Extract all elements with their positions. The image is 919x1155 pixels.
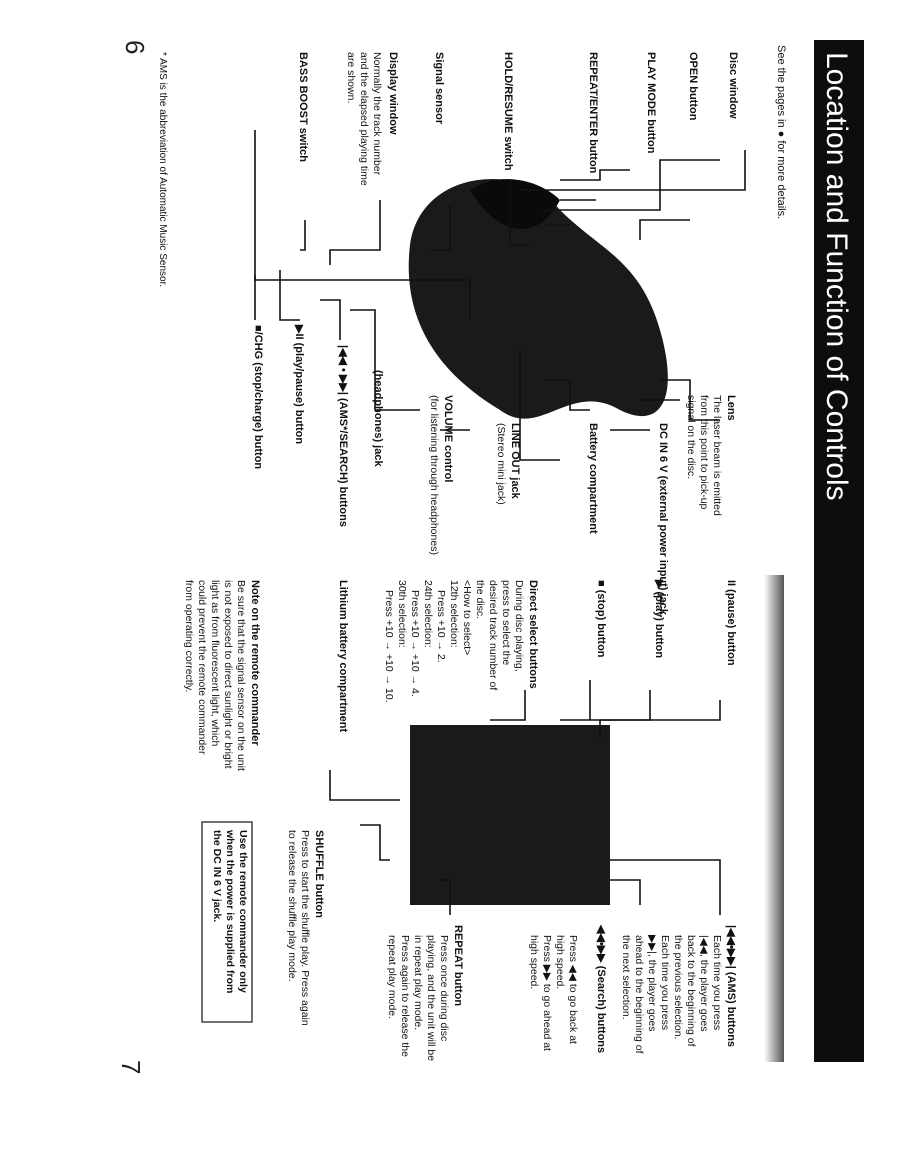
- notice-box: [201, 821, 253, 1023]
- remote-commander-photo: [410, 725, 610, 905]
- callout-line-out: LINE OUT jack: [509, 423, 521, 500]
- remote-ams-buttons: |◀◀•▶▶| (AMS) buttons: [725, 925, 737, 1047]
- page-number-right: 7: [116, 1060, 146, 1074]
- label-disc-window: Disc window: [727, 52, 739, 119]
- remote-leader-lines: [329, 680, 721, 915]
- remote-header-band: [764, 575, 784, 1062]
- remote-note-title: Note on the remote commander: [249, 580, 261, 746]
- callout-lens-desc: The laser beam is emitted from this poin…: [685, 395, 723, 519]
- callout-play-pause: ▶II (play/pause) button: [293, 324, 305, 444]
- remote-stop-button: ■ (stop) button: [595, 580, 607, 658]
- see-pages-note: See the pages in ● for more details.: [775, 45, 787, 219]
- callout-stop-charge: ■/CHG (stop/charge) button: [252, 325, 264, 469]
- display-window-desc: Normally the track number and the elapse…: [345, 52, 383, 189]
- player-leader-lines: [254, 130, 746, 461]
- remote-shuffle-desc: Press to start the shuffle play. Press a…: [286, 830, 311, 1029]
- label-display-window: Display window: [387, 52, 399, 135]
- label-play-mode-button: PLAY MODE button: [645, 52, 657, 154]
- notice-box-text: Use the remote commander only when the p…: [211, 829, 249, 996]
- page-number-left: 6: [120, 40, 150, 54]
- remote-repeat-button: REPEAT button: [452, 925, 464, 1006]
- remote-note-body: Be sure that the signal sensor on the un…: [183, 580, 247, 774]
- callout-headphones: (headphones) jack: [372, 370, 384, 467]
- page-title: Location and Function of Controls: [820, 52, 853, 501]
- remote-shuffle-button: SHUFFLE button: [313, 830, 325, 918]
- label-hold-resume-switch: HOLD/RESUME switch: [502, 52, 514, 171]
- label-repeat-enter-button: REPEAT/ENTER button: [587, 52, 599, 174]
- remote-search-buttons: ◀◀•▶▶ (Search) buttons: [595, 924, 607, 1053]
- callout-volume-desc: (for listening through headphones): [428, 395, 440, 555]
- remote-lithium-battery: Lithium battery compartment: [337, 580, 349, 733]
- remote-play-button: ▶ (play) button: [653, 579, 665, 658]
- remote-repeat-desc: Press once during disc playing, and the …: [386, 935, 450, 1064]
- remote-ams-desc: Each time you press |◀◀, the player goes…: [620, 935, 723, 1056]
- remote-pause-button: II (pause) button: [725, 580, 737, 666]
- remote-search-desc: Press ◀◀ to go back at high speed. Press…: [528, 935, 579, 1054]
- remote-direct-select-desc: During disc playing, press to select the…: [474, 580, 525, 693]
- label-signal-sensor: Signal sensor: [433, 52, 445, 125]
- direct-select-examples: <How to select> 12th selection: Press +1…: [383, 580, 473, 703]
- callout-lens: Lens: [725, 395, 737, 421]
- callout-dc-in: DC IN 6 V (external power input) jack: [657, 423, 669, 616]
- callout-line-out-desc: (Stereo mini jack): [495, 423, 507, 505]
- cd-player-photo: [408, 179, 668, 419]
- label-bass-boost-switch: BASS BOOST switch: [297, 52, 309, 162]
- title-band: [814, 40, 864, 1062]
- footnote: * AMS is the abbreviation of Automatic M…: [157, 52, 168, 287]
- label-open-button: OPEN button: [687, 52, 699, 121]
- remote-direct-select: Direct select buttons: [527, 580, 539, 689]
- callout-battery-compartment: Battery compartment: [587, 423, 599, 534]
- callout-volume: VOLUME control: [442, 395, 454, 482]
- callout-ams-search: |◀◀ • ▶▶| (AMS*/SEARCH) buttons: [337, 345, 349, 527]
